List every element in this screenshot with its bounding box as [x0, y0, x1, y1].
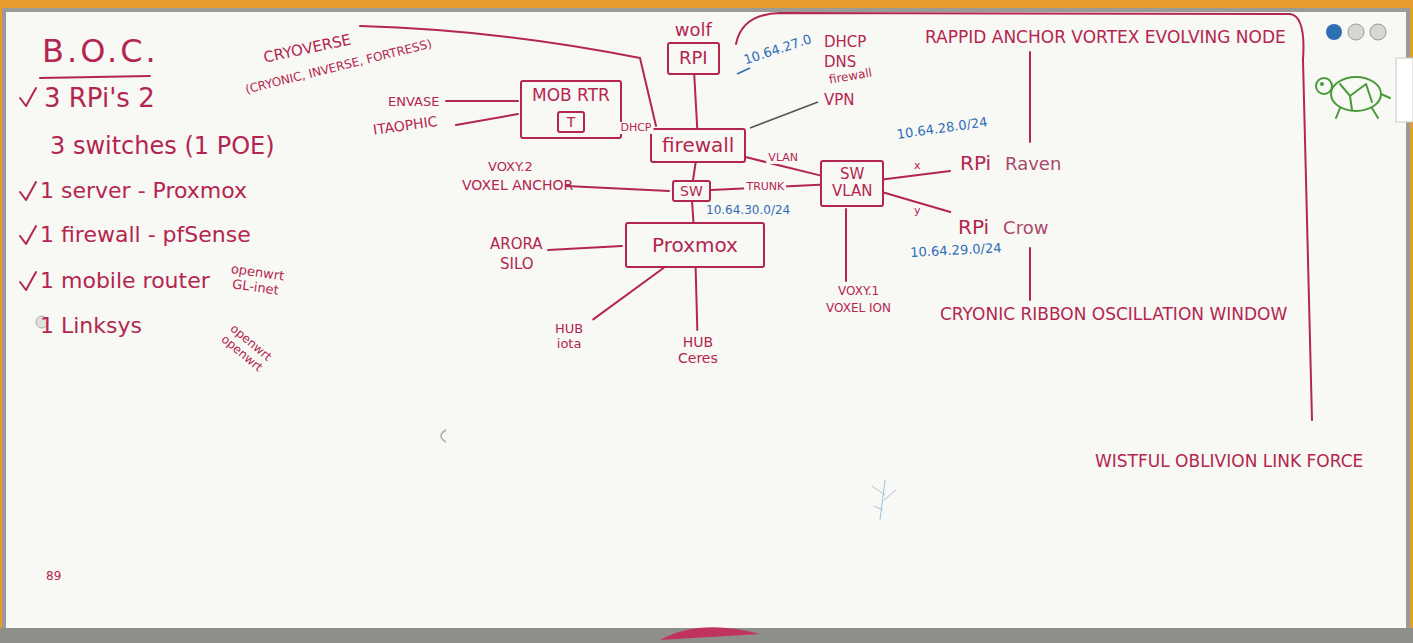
port-box: T	[557, 111, 586, 133]
node-sublabel: RPI	[679, 48, 708, 69]
node-label: HUB Ceres	[678, 334, 718, 366]
magnet	[1348, 24, 1364, 40]
node-label: HUB iota	[555, 322, 583, 352]
node-label: Proxmox	[652, 234, 738, 257]
check-mark	[20, 272, 36, 290]
leader-line	[446, 100, 518, 102]
device-node: RPi Crow	[948, 212, 1058, 243]
node-sublabel: Crow	[1003, 218, 1048, 239]
node-label: MOB RTR	[532, 86, 610, 106]
device-box: wolfRPI	[667, 42, 720, 75]
edge-label: x	[912, 160, 923, 172]
leader-line	[566, 186, 669, 191]
firewall-box: firewall	[650, 128, 746, 163]
turtle-drawing	[1316, 77, 1390, 118]
edge-label: DHCP	[618, 122, 653, 134]
marker-smudge	[660, 627, 760, 640]
board-note: 1 Linksys	[40, 313, 142, 338]
leader-line	[548, 246, 622, 250]
leader-line	[845, 209, 847, 281]
board-note: VOXY.1	[838, 285, 879, 299]
network-link	[593, 268, 663, 319]
board-note: VOXEL ANCHOR	[462, 177, 573, 193]
leader-line	[360, 26, 656, 126]
check-mark	[20, 182, 36, 200]
board-note: WISTFUL OBLIVION LINK FORCE	[1095, 452, 1363, 472]
title-underline	[40, 76, 150, 78]
paper-card	[1396, 58, 1413, 122]
long-link-curve	[736, 13, 1312, 420]
node-label: wolf	[649, 20, 738, 41]
board-note: ENVASE	[388, 95, 439, 110]
board-note: VOXY.2	[488, 160, 533, 175]
node-label: firewall	[662, 134, 734, 157]
leader-line	[456, 114, 518, 125]
board-note: 89	[46, 570, 61, 584]
board-note: 1 firewall - pfSense	[40, 222, 251, 247]
node-sublabel: Raven	[1005, 154, 1061, 175]
node-label: SW VLAN	[832, 166, 872, 201]
faint-scribble	[441, 430, 446, 442]
server-box: Proxmox	[625, 222, 765, 268]
network-link	[693, 163, 696, 180]
board-note: 1 server - Proxmox	[40, 178, 247, 203]
network-link	[694, 75, 697, 128]
board-note: DHCP	[824, 34, 866, 51]
faint-scribble	[872, 480, 896, 520]
magnet	[1326, 24, 1342, 40]
node-label: SW	[680, 183, 703, 199]
board-note: CRYONIC RIBBON OSCILLATION WINDOW	[940, 305, 1287, 325]
check-mark	[20, 226, 36, 244]
board-note: 3 switches (1 POE)	[50, 133, 275, 161]
board-title: B.O.C.	[42, 34, 159, 69]
board-note: RAPPID ANCHOR VORTEX EVOLVING NODE	[925, 28, 1286, 48]
board-note: 1 mobile router	[40, 268, 210, 293]
edge-label: y	[912, 205, 923, 217]
router-box: MOB RTR T	[520, 80, 622, 139]
board-note: VPN	[824, 92, 855, 109]
device-node: RPi Raven	[950, 148, 1071, 179]
node-label: RPi	[958, 216, 989, 239]
edge-label: VLAN	[766, 152, 800, 164]
board-note: SILO	[500, 256, 534, 273]
switch-box: SW VLAN	[820, 160, 884, 207]
node-label: RPi	[960, 152, 991, 175]
board-tray	[0, 628, 1413, 643]
network-link	[884, 171, 950, 179]
board-note: DNS	[824, 54, 856, 71]
network-link	[696, 268, 698, 330]
board-note: 3 RPi's 2	[44, 84, 155, 114]
board-surface	[4, 10, 1408, 632]
leader-line	[750, 102, 818, 128]
leader-line	[1029, 52, 1031, 142]
hub-node: HUB iota	[545, 318, 593, 356]
hub-node: HUB Ceres	[668, 330, 728, 370]
edge-label: TRUNK	[744, 181, 786, 193]
board-note: 10.64.30.0/24	[706, 204, 790, 218]
network-link	[692, 202, 693, 222]
board-note: ARORA	[490, 236, 543, 253]
switch-box: SW	[672, 180, 711, 202]
leader-line	[737, 68, 750, 74]
board-note: VOXEL ION	[826, 302, 891, 316]
leader-line	[1029, 248, 1031, 300]
node-label: T	[567, 114, 576, 130]
check-mark	[20, 88, 36, 106]
magnet	[1370, 24, 1386, 40]
